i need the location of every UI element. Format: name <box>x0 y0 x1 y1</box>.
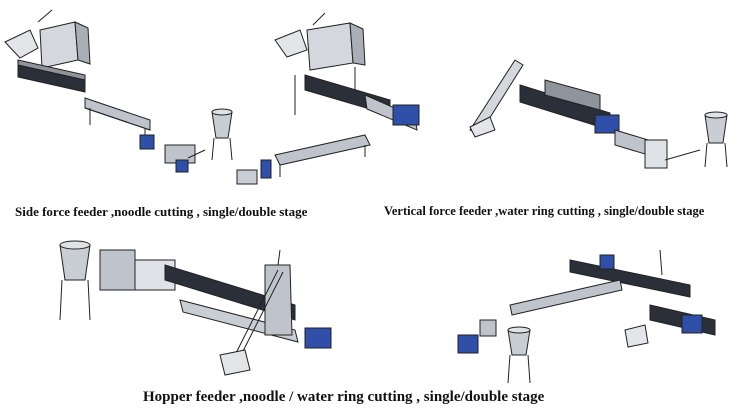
line1-illustration <box>0 0 250 195</box>
caption-vertical-force-feeder: Vertical force feeder ,water ring cuttin… <box>384 204 705 218</box>
line4-illustration <box>40 230 370 390</box>
line3-illustration <box>465 55 748 195</box>
line5-illustration <box>450 235 748 395</box>
line2-illustration <box>225 5 450 195</box>
caption-hopper-feeder: Hopper feeder ,noodle / water ring cutti… <box>143 389 545 405</box>
caption-side-force-feeder: Side force feeder ,noodle cutting , sing… <box>15 204 308 219</box>
